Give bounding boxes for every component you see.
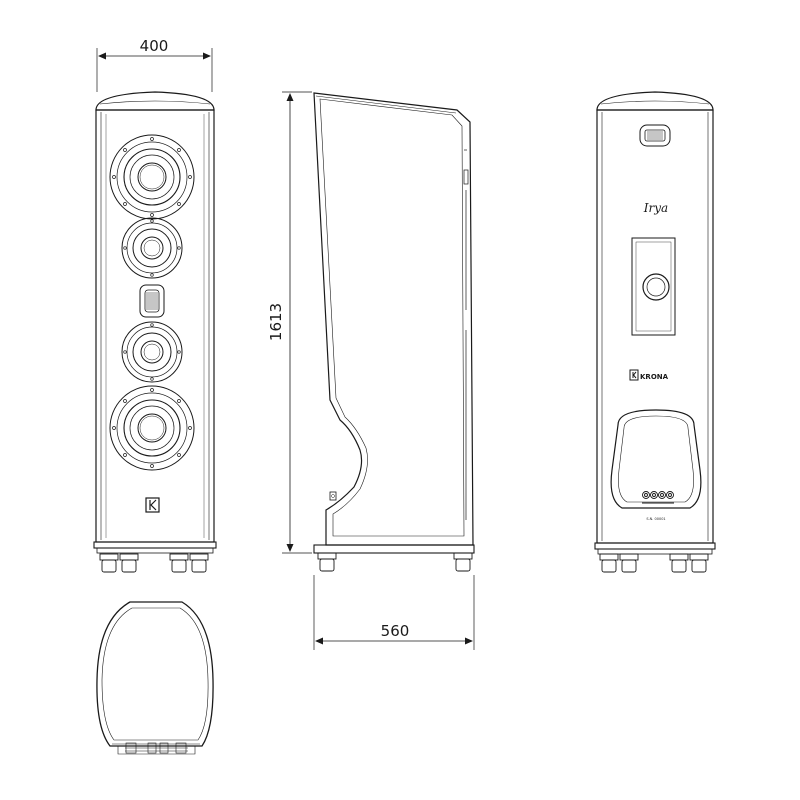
width-dimension — [96, 48, 213, 92]
midrange-lower — [121, 321, 183, 383]
width-label: 400 — [140, 37, 169, 55]
depth-label: 560 — [381, 622, 410, 640]
depth-dimension — [313, 575, 475, 650]
height-label: 1613 — [267, 303, 285, 341]
rear-tweeter — [639, 124, 671, 147]
woofer-top — [109, 134, 195, 220]
woofer-bottom — [109, 385, 195, 471]
rear-view — [594, 91, 716, 573]
ribbon-tweeter — [139, 284, 165, 318]
terminal-housing — [610, 409, 702, 509]
front-view — [93, 91, 217, 573]
height-dimension — [282, 91, 312, 554]
midrange-upper — [121, 217, 183, 279]
brand-name: KRONA — [640, 373, 669, 381]
rear-feet — [599, 553, 709, 573]
serial-number: S.N. 00001 — [646, 517, 665, 521]
rear-panel — [631, 237, 676, 336]
front-feet — [99, 553, 209, 573]
model-signature: Irya — [643, 201, 668, 215]
k-logo-icon — [145, 497, 160, 513]
side-view — [313, 92, 475, 572]
krona-logo-icon — [629, 369, 639, 381]
top-view — [96, 601, 214, 755]
